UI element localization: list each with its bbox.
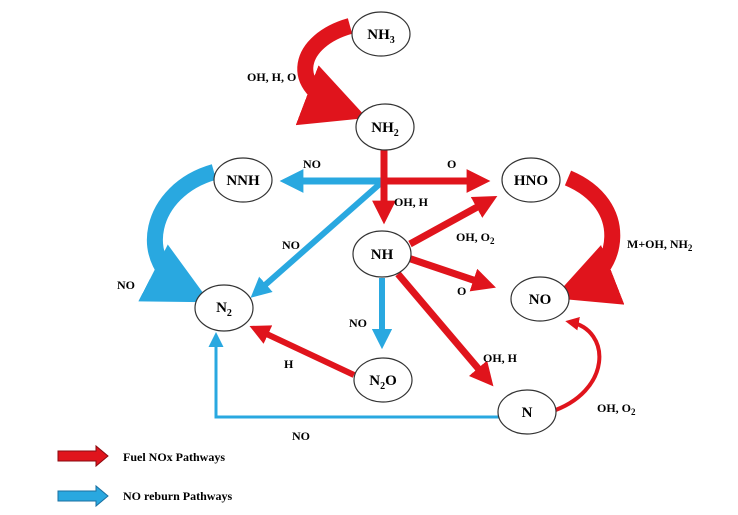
svg-text:NH2: NH2: [371, 120, 399, 139]
node-n2o-sub: 2: [380, 381, 385, 392]
node-nh3: NH3: [351, 11, 411, 57]
legend-fuel-item: Fuel NOx Pathways: [57, 444, 225, 468]
node-n2: N2: [194, 284, 254, 332]
node-nh2-base: NH: [371, 120, 394, 136]
svg-text:N2O: N2O: [369, 373, 397, 392]
label-nh2-nnh: NO: [303, 157, 321, 171]
node-nh2: NH2: [355, 103, 415, 151]
arrow-nh3-nh2: [295, 18, 367, 126]
arrow-nh-hno: [408, 195, 498, 248]
label-n-no: OH, O2: [597, 401, 636, 417]
node-n2-base: N: [216, 300, 227, 316]
node-n: N: [497, 389, 557, 435]
label-nh2-n2: NO: [282, 238, 300, 252]
legend-reburn-swatch: [57, 484, 109, 508]
arrow-nnh-n2: [138, 164, 217, 303]
node-n-label: N: [522, 405, 533, 421]
svg-text:N2: N2: [216, 300, 232, 319]
label-nh-hno-base: OH, O: [456, 230, 490, 244]
label-nh-hno: OH, O2: [456, 230, 495, 246]
label-hno-no: M+OH, NH2: [627, 237, 693, 253]
node-nh: NH: [352, 230, 412, 278]
label-nh-n: OH, H: [483, 351, 518, 365]
label-nh2-hno: O: [447, 157, 456, 171]
label-n-n2: NO: [292, 429, 310, 443]
node-nh2-sub: 2: [394, 128, 399, 139]
label-nh-n2o: NO: [349, 316, 367, 330]
node-hno-label: HNO: [514, 173, 548, 189]
arrow-n-n2: [208, 332, 500, 419]
label-nh-hno-sub: 2: [490, 236, 495, 246]
node-hno: HNO: [501, 157, 561, 203]
arrow-nh-no: [406, 254, 496, 292]
legend: Fuel NOx Pathways NO reburn Pathways: [57, 444, 232, 508]
arrow-hno-no: [553, 170, 625, 305]
svg-text:NH3: NH3: [367, 27, 395, 46]
node-nh3-base: NH: [367, 27, 390, 43]
node-nh-label: NH: [371, 247, 394, 263]
legend-reburn-label: NO reburn Pathways: [123, 489, 232, 503]
arrow-n-no: [549, 316, 602, 414]
label-hno-no-base: M+OH, NH: [627, 237, 688, 251]
legend-fuel-label: Fuel NOx Pathways: [123, 450, 225, 464]
node-no-label: NO: [529, 292, 552, 308]
node-nh3-sub: 3: [390, 35, 395, 46]
label-n2o-n2: H: [284, 357, 294, 371]
node-no: NO: [510, 276, 570, 322]
legend-reburn-item: NO reburn Pathways: [57, 484, 232, 508]
label-nh-no: O: [457, 284, 466, 298]
arrow-n2o-n2: [249, 325, 356, 378]
node-nnh-label: NNH: [226, 173, 260, 189]
node-nnh: NNH: [213, 157, 273, 203]
node-n2o: N2O: [353, 357, 413, 403]
node-n2o-tail: O: [385, 373, 397, 389]
label-n-no-sub: 2: [631, 407, 636, 417]
arrow-nh-n: [395, 271, 494, 387]
arrow-nh2-n2: [250, 179, 384, 298]
legend-fuel-swatch: [57, 444, 109, 468]
label-nh2-nh: OH, H: [394, 195, 429, 209]
label-n-no-base: OH, O: [597, 401, 631, 415]
label-nh3-nh2: OH, H, O: [247, 70, 296, 84]
node-n2o-base: N: [369, 373, 380, 389]
label-nnh-n2: NO: [117, 278, 135, 292]
node-n2-sub: 2: [227, 308, 232, 319]
label-hno-no-sub: 2: [688, 243, 693, 253]
